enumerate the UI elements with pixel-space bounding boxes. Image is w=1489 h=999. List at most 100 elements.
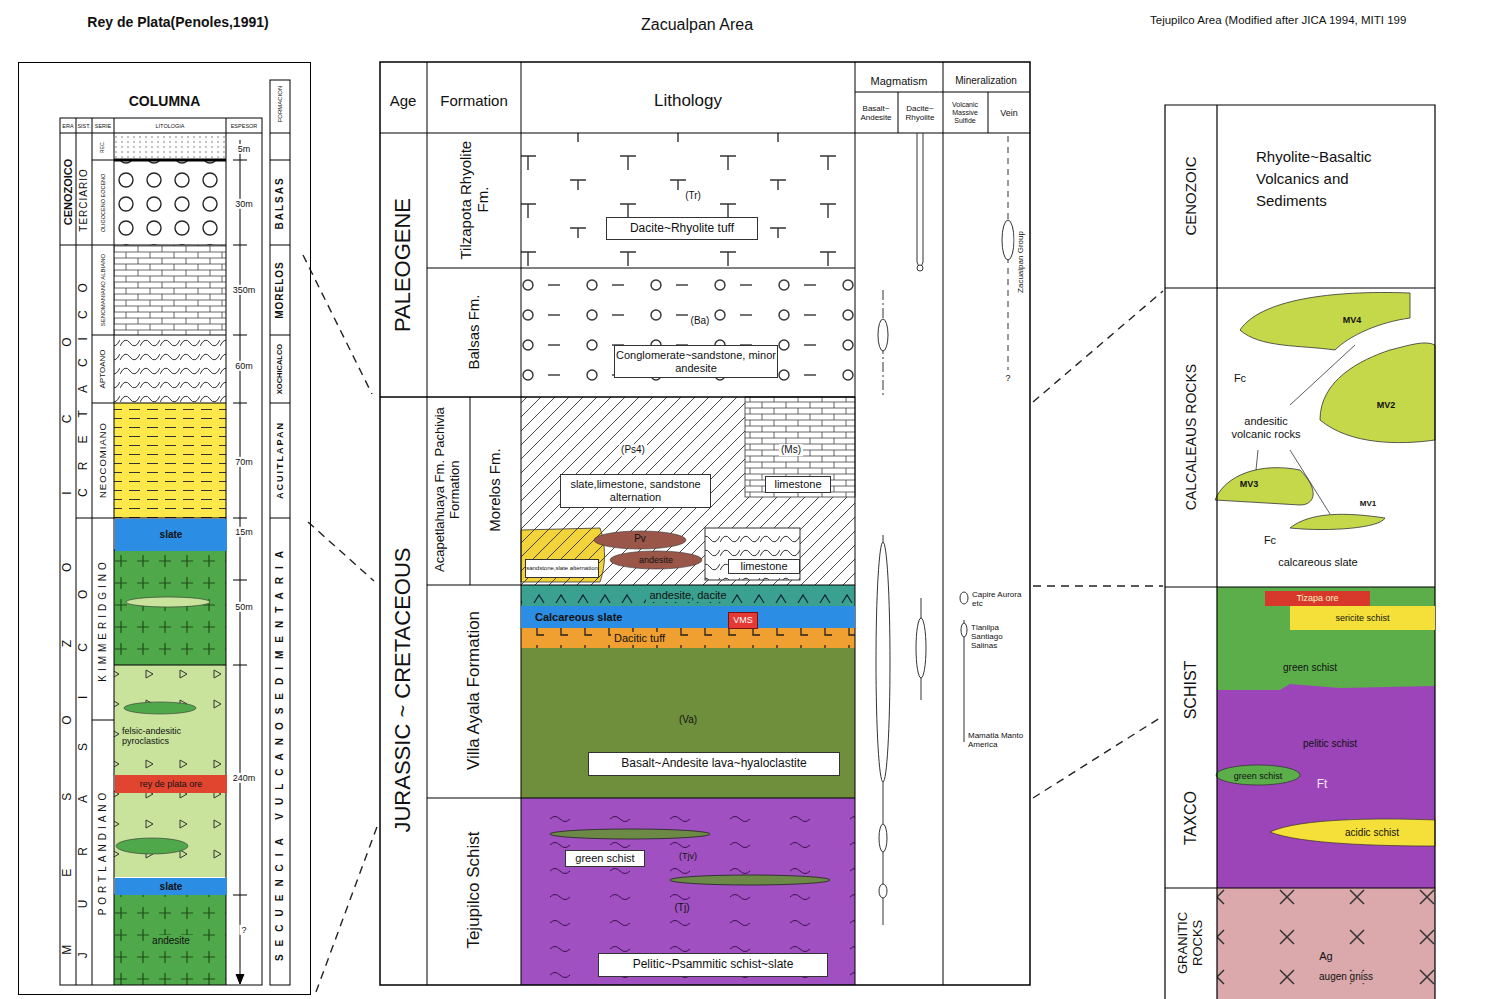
node-text: Pelitic~Psammitic schist~slate [633,958,794,972]
zacualpan-table-shape [521,133,855,268]
rey-de-plata-column-shape-shape [270,133,290,134]
tejupilco-column-shape-shape [1320,343,1435,443]
text-label: Lithology [654,91,722,111]
zacualpan-table-shape [550,829,710,839]
text-label: Basalt~ Andesite [855,104,897,122]
zacualpan-table-shape [521,528,605,582]
node-text: slate,limestone, sandstone alternation [561,478,710,503]
rey-de-plata-column [60,80,290,985]
vertical-label: NEOCOMIANO [98,422,109,498]
vertical-label: XOCHICALCO [276,344,285,394]
tejupilco-column-shape [1217,684,1435,888]
text-label: 50m [233,602,255,612]
node-text: Conglomerate~sandstone, minor andesite [615,349,777,374]
rey-de-plata-column-shape-shape [114,118,115,985]
text-label: Ft [1317,778,1328,792]
lithology-box: Conglomerate~sandstone, minor andesite [614,345,778,378]
rey-de-plata-column-shape [124,702,196,714]
node-text: andesite [149,935,193,947]
rey-de-plata-column-shape-shape [60,133,262,134]
tejupilco-column-shape-shape [1290,450,1330,514]
vertical-label: PORTLANDIANO [97,789,109,916]
tejupilco-column-shape [1165,105,1435,999]
text-label: (Ms) [779,444,803,456]
text-label: Rey de Plata(Penoles,1991) [87,14,268,30]
tejupilco-column-shape-shape [1290,514,1385,529]
zacualpan-table-shape-shape [943,62,944,985]
rey-de-plata-column-shape [114,160,226,245]
text-label: MV2 [1377,400,1396,410]
rey-de-plata-column-shape [114,550,226,665]
vertical-label: TERCIARIO [78,168,90,231]
text-label: Mamatla Manto America [968,731,1030,749]
text-label: MV3 [1240,479,1259,489]
vertical-label: Morelos Fm. [486,448,503,531]
node-text: rey de plata ore [140,779,203,789]
vertical-label: MORELOS [274,261,286,319]
lithology-box: green schist [565,850,645,867]
zacualpan-table-shape [610,551,702,569]
zacualpan-table-shape [521,648,855,798]
zacualpan-table-shape-shape [898,92,899,133]
rey-de-plata-column-shape-shape [114,665,226,666]
text-label: 240m [231,773,258,783]
rey-de-plata-column-shape-shape [92,720,114,721]
text-label: Pv [632,533,648,545]
rey-de-plata-column-shape [114,245,226,335]
text-label: 60m [233,361,255,371]
lithology-box: Basalt~Andesite lava~hyaloclastite [588,752,840,776]
node-text: sericite schist [1335,613,1389,623]
rey-de-plata-column-shape [114,159,226,162]
vertical-label: KIMMERIDGINO [97,558,109,682]
vms-lens: VMS [728,612,758,629]
text-label: Vein [1000,108,1018,118]
correlation-dashed-lines-shape [1033,716,1163,798]
rey-de-plata-column-shape-shape [270,245,290,246]
zacualpan-table-shape-shape [855,62,856,985]
text-label: augen gniss [1317,971,1375,983]
tuff-band: Dacitic tuff [521,628,855,648]
zacualpan-table-shape [521,585,855,606]
rey-de-plata-column-shape-shape [240,140,241,982]
tejupilco-column-shape-shape [1165,287,1435,288]
lithology-box: limestone [728,559,800,574]
ore-layer: rey de plata ore [115,775,227,793]
node-text: limestone [774,478,821,491]
rey-de-plata-column-shape-shape [270,518,290,519]
zacualpan-table-shape-shape [1002,220,1014,260]
zacualpan-table-shape-shape [427,798,855,799]
node-text: slate [160,881,183,893]
zacualpan-table-shape [670,875,830,885]
tejupilco-column-shape-shape [1240,292,1410,350]
zacualpan-table-shape [705,528,800,580]
vertical-label: OLIGOCENO EOCENO [100,174,106,233]
vertical-label: Zacualpan Group [1014,231,1027,293]
rey-de-plata-column-shape [116,838,188,854]
vertical-label: JURASSIC ~ CRETACEOUS [390,547,415,832]
zacualpan-table-shape-shape [427,268,855,269]
zacualpan-table-shape-shape [961,623,967,637]
vertical-label: APTOANO [98,350,107,389]
zacualpan-table-shape [521,628,855,648]
lithology-box: sandstone,slate alternation [525,559,599,578]
zacualpan-table-shape-shape [879,884,887,898]
text-label: acidic schist [1345,827,1399,839]
rey-de-plata-column-shape-shape [92,335,226,336]
text-label: MV4 [1343,315,1362,325]
zacualpan-table-shape [745,397,855,497]
slate-band: Calcareous slate [521,606,855,628]
zacualpan-table-shape-shape [960,592,968,604]
text-label: 70m [233,457,255,467]
tejupilco-column-shape-shape [1290,345,1355,405]
rey-de-plata-column-shape [114,403,226,518]
rey-de-plata-column-shape-shape [270,80,290,985]
rey-de-plata-column-shape [114,403,226,518]
rey-de-plata-column-shape-shape [270,335,290,336]
rey-de-plata-column-shape-shape [60,245,226,246]
zacualpan-table-shape-shape [380,396,855,397]
node-text: andesite, dacite [646,589,729,602]
zacualpan-table-shape-shape [470,397,471,585]
text-label: SIST. [77,123,90,129]
text-label: 350m [231,285,258,295]
node-text: green schist [575,852,634,865]
